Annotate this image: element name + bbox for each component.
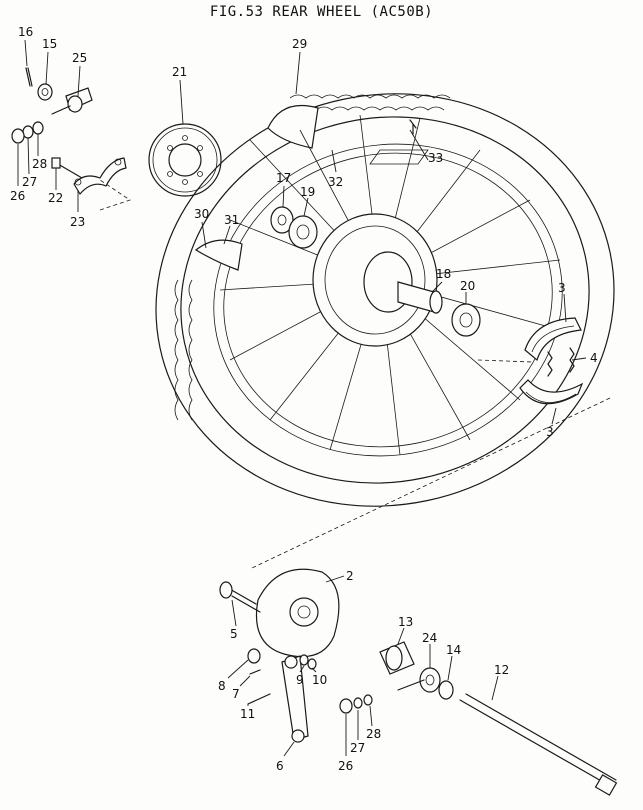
callout-9: 9 xyxy=(296,673,304,687)
callout-31: 31 xyxy=(224,213,239,227)
callout-10: 10 xyxy=(312,673,327,687)
callout-25: 25 xyxy=(72,51,87,65)
callout-26-bottom: 26 xyxy=(338,759,353,773)
callout-19: 19 xyxy=(300,185,315,199)
callout-7: 7 xyxy=(232,687,240,701)
callout-14: 14 xyxy=(446,643,461,657)
nut-9 xyxy=(299,654,309,666)
nut-15 xyxy=(37,83,53,101)
callout-15: 15 xyxy=(42,37,57,51)
callout-23: 23 xyxy=(70,215,85,229)
callout-32: 32 xyxy=(328,175,343,189)
callout-29: 29 xyxy=(292,37,307,51)
brake-arm-6 xyxy=(281,655,309,743)
wheel-hub xyxy=(312,213,443,347)
bracket-23 xyxy=(73,157,127,195)
bearing-17 xyxy=(270,206,294,234)
valve-33 xyxy=(369,119,429,165)
callout-12: 12 xyxy=(494,663,509,677)
figure-title: FIG.53 REAR WHEEL (AC50B) xyxy=(209,4,434,20)
callout-11: 11 xyxy=(240,707,255,721)
bearing-20 xyxy=(451,303,481,337)
callout-30: 30 xyxy=(194,207,209,221)
callout-numbers: 16 15 25 21 29 33 32 17 19 28 26 27 22 2… xyxy=(10,25,598,773)
callout-33: 33 xyxy=(428,151,443,165)
callout-2: 2 xyxy=(346,569,354,583)
leader-lines xyxy=(17,39,587,757)
callout-18: 18 xyxy=(436,267,451,281)
callout-3-upper: 3 xyxy=(558,281,566,295)
brake-spring-4 xyxy=(547,347,575,377)
callout-28-top: 28 xyxy=(32,157,47,171)
axle-bolt-small xyxy=(397,679,425,691)
callout-24: 24 xyxy=(422,631,437,645)
callout-27-top: 27 xyxy=(22,175,37,189)
washers-26-27-28-bottom xyxy=(339,694,373,714)
callout-13: 13 xyxy=(398,615,413,629)
brake-shoe-lower-3 xyxy=(519,379,584,405)
callout-17: 17 xyxy=(276,171,291,185)
brake-cam-5 xyxy=(219,581,261,613)
callout-6: 6 xyxy=(276,759,284,773)
bolt-7 xyxy=(249,669,261,675)
washers-28-27-26-top xyxy=(11,121,44,144)
callout-4: 4 xyxy=(590,351,598,365)
bolt-11 xyxy=(247,693,271,705)
washer-14 xyxy=(438,680,454,700)
callout-26-top: 26 xyxy=(10,189,25,203)
washer-8 xyxy=(247,648,261,664)
brake-shoe-upper-3 xyxy=(524,317,582,362)
brake-panel-2 xyxy=(255,568,340,658)
sprocket-21 xyxy=(148,123,222,197)
callout-3-lower: 3 xyxy=(546,425,554,439)
oil-seal-19 xyxy=(288,215,318,249)
callout-20: 20 xyxy=(460,279,475,293)
bolt-22 xyxy=(51,157,83,179)
axle-12 xyxy=(459,693,618,796)
callout-8: 8 xyxy=(218,679,226,693)
callout-16: 16 xyxy=(18,25,33,39)
cotter-pin-16 xyxy=(25,67,33,87)
tire xyxy=(155,93,615,507)
callout-22: 22 xyxy=(48,191,63,205)
washer-10 xyxy=(307,658,317,670)
callout-21: 21 xyxy=(172,65,187,79)
callout-28-bottom: 28 xyxy=(366,727,381,741)
chain-adjuster-25 xyxy=(51,87,93,115)
spacer-13 xyxy=(379,641,415,675)
callout-5: 5 xyxy=(230,627,238,641)
callout-27-bottom: 27 xyxy=(350,741,365,755)
